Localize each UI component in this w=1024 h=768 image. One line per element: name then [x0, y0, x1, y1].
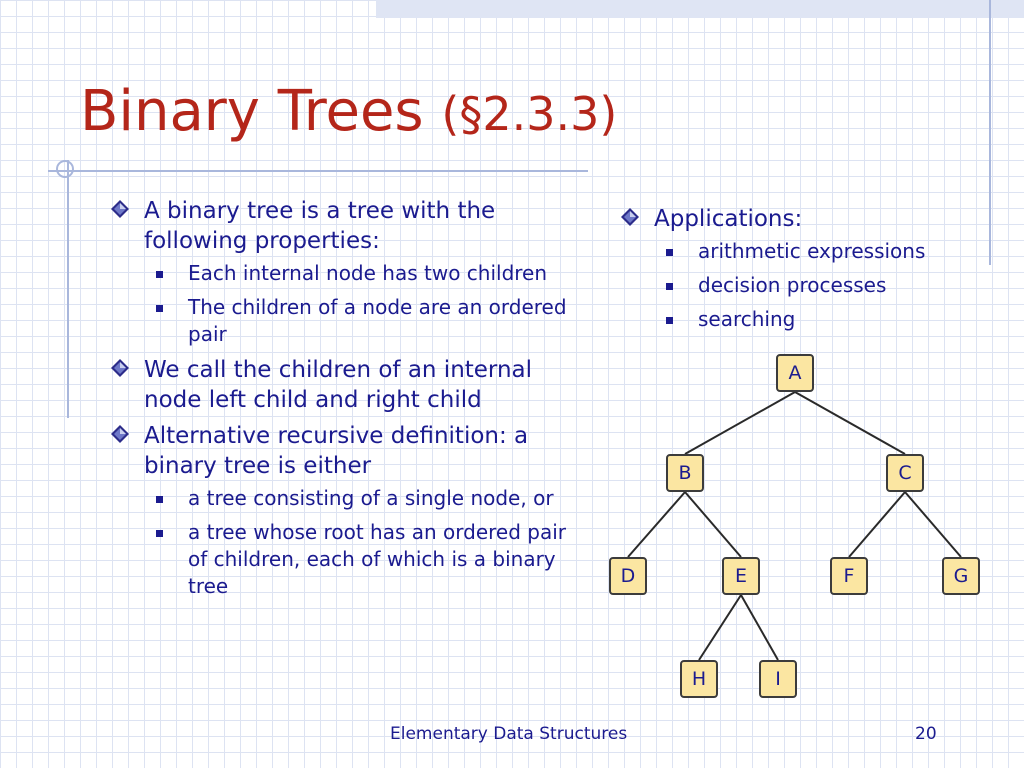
tree-edge-a-b: [684, 391, 796, 455]
sub-bullet-list: a tree consisting of a single node, or a …: [144, 485, 578, 600]
bullet-text: Applications:: [654, 206, 803, 232]
sub-bullet-text: searching: [698, 307, 796, 331]
diamond-bullet-icon: [111, 359, 129, 377]
bullet-text: Alternative recursive definition: a bina…: [144, 423, 529, 479]
diamond-bullet-icon: [111, 200, 129, 218]
tree-node-a: A: [776, 354, 814, 392]
tree-edge-a-c: [794, 391, 906, 455]
bullet-item: We call the children of an internal node…: [108, 355, 578, 415]
decor-vertical-line-left: [67, 160, 69, 418]
tree-node-e: E: [722, 557, 760, 595]
page-number: 20: [915, 724, 937, 744]
sub-bullet-text: decision processes: [698, 273, 887, 297]
title-main: Binary Trees: [80, 79, 442, 144]
bullet-text: We call the children of an internal node…: [144, 357, 533, 413]
sub-bullet-text: a tree consisting of a single node, or: [188, 486, 554, 510]
tree-node-g: G: [942, 557, 980, 595]
square-bullet-icon: [156, 496, 163, 503]
square-bullet-icon: [156, 530, 163, 537]
sub-bullet-text: arithmetic expressions: [698, 239, 926, 263]
tree-node-c: C: [886, 454, 924, 492]
sub-bullet-item: a tree consisting of a single node, or: [144, 485, 578, 512]
tree-edge-c-g: [904, 491, 962, 558]
top-decor-bar: [376, 0, 1024, 18]
tree-node-h: H: [680, 660, 718, 698]
sub-bullet-list: arithmetic expressions decision processes…: [654, 238, 978, 333]
square-bullet-icon: [666, 249, 673, 256]
square-bullet-icon: [666, 283, 673, 290]
diamond-bullet-icon: [621, 208, 639, 226]
tree-edge-e-h: [698, 594, 742, 661]
decor-circle: [56, 160, 74, 178]
sub-bullet-text: a tree whose root has an ordered pair of…: [188, 520, 566, 598]
sub-bullet-item: The children of a node are an ordered pa…: [144, 294, 578, 348]
tree-edge-b-e: [684, 491, 742, 558]
title-underline: [48, 170, 588, 172]
tree-node-f: F: [830, 557, 868, 595]
sub-bullet-item: arithmetic expressions: [654, 238, 978, 265]
tree-edges: [627, 391, 962, 661]
square-bullet-icon: [156, 271, 163, 278]
footer-text: Elementary Data Structures: [390, 724, 628, 744]
bullet-item: Alternative recursive definition: a bina…: [108, 421, 578, 600]
sub-bullet-text: The children of a node are an ordered pa…: [188, 295, 567, 346]
tree-node-b: B: [666, 454, 704, 492]
sub-bullet-item: Each internal node has two children: [144, 260, 578, 287]
tree-edge-b-d: [627, 491, 686, 558]
right-bullet-list: Applications: arithmetic expressions decis…: [618, 204, 978, 340]
title-section: (§2.3.3): [441, 87, 618, 141]
bullet-item: A binary tree is a tree with the followi…: [108, 196, 578, 348]
sub-bullet-text: Each internal node has two children: [188, 261, 548, 285]
sub-bullet-item: searching: [654, 306, 978, 333]
bullet-item: Applications: arithmetic expressions decis…: [618, 204, 978, 333]
diamond-bullet-icon: [111, 425, 129, 443]
tree-node-i: I: [759, 660, 797, 698]
tree-edge-c-f: [848, 491, 906, 558]
left-bullet-list: A binary tree is a tree with the followi…: [108, 196, 578, 607]
tree-edge-e-i: [740, 594, 779, 661]
decor-vertical-line-right: [989, 0, 991, 265]
square-bullet-icon: [666, 317, 673, 324]
bullet-text: A binary tree is a tree with the followi…: [144, 198, 496, 254]
slide-title: Binary Trees (§2.3.3): [80, 84, 617, 140]
sub-bullet-item: a tree whose root has an ordered pair of…: [144, 519, 578, 600]
square-bullet-icon: [156, 305, 163, 312]
sub-bullet-item: decision processes: [654, 272, 978, 299]
tree-node-d: D: [609, 557, 647, 595]
